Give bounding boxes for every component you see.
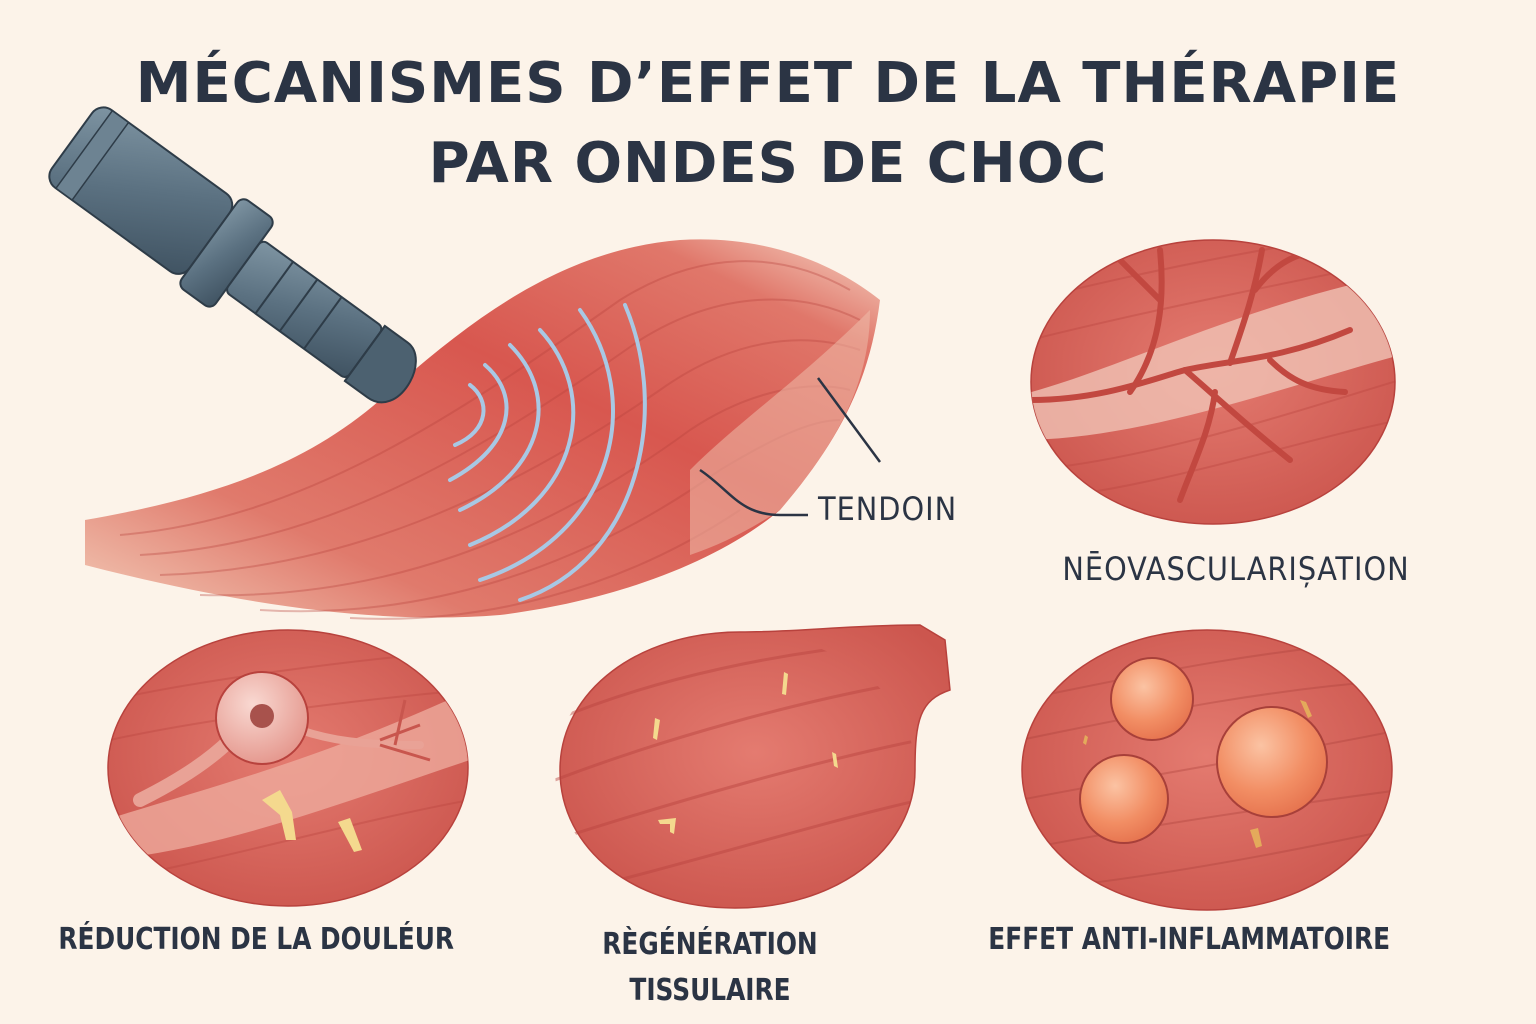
title-line-1: MÉCANISMES D’EFFET DE LA THÉRAPIE — [135, 51, 1401, 116]
nerve-cell-illustration — [107, 629, 469, 907]
label-pain-reduction: RÉDUCTION DE LA DOULÉUR — [58, 922, 455, 957]
muscle-tendon-illustration — [85, 239, 880, 620]
label-anti-inflammatory: EFFET ANTI-INFLAMMATOIRE — [988, 922, 1391, 957]
label-regeneration-line-1: RÈGÉNÉRATION — [602, 927, 818, 962]
shockwave-arcs-icon — [448, 303, 647, 602]
tendon-leader-lines — [699, 377, 882, 517]
neovascularisation-illustration — [1030, 239, 1396, 525]
immune-cells-illustration — [1021, 629, 1393, 911]
label-regeneration-line-2: TISSULAIRE — [629, 973, 791, 1008]
label-tendon: TENDOIN — [818, 490, 958, 528]
page-title: MÉCANISMES D’EFFET DE LA THÉRAPIE PAR ON… — [0, 44, 1536, 204]
label-neovascularisation: NĒOVASCULARIȘATION — [1062, 550, 1410, 588]
shockwave-applicator-icon — [48, 106, 417, 404]
title-line-2: PAR ONDES DE CHOC — [428, 131, 1108, 196]
label-regeneration: RÈGÉNÉRATION TISSULAIRE — [572, 922, 848, 1014]
muscle-fiber-illustration — [555, 624, 951, 909]
